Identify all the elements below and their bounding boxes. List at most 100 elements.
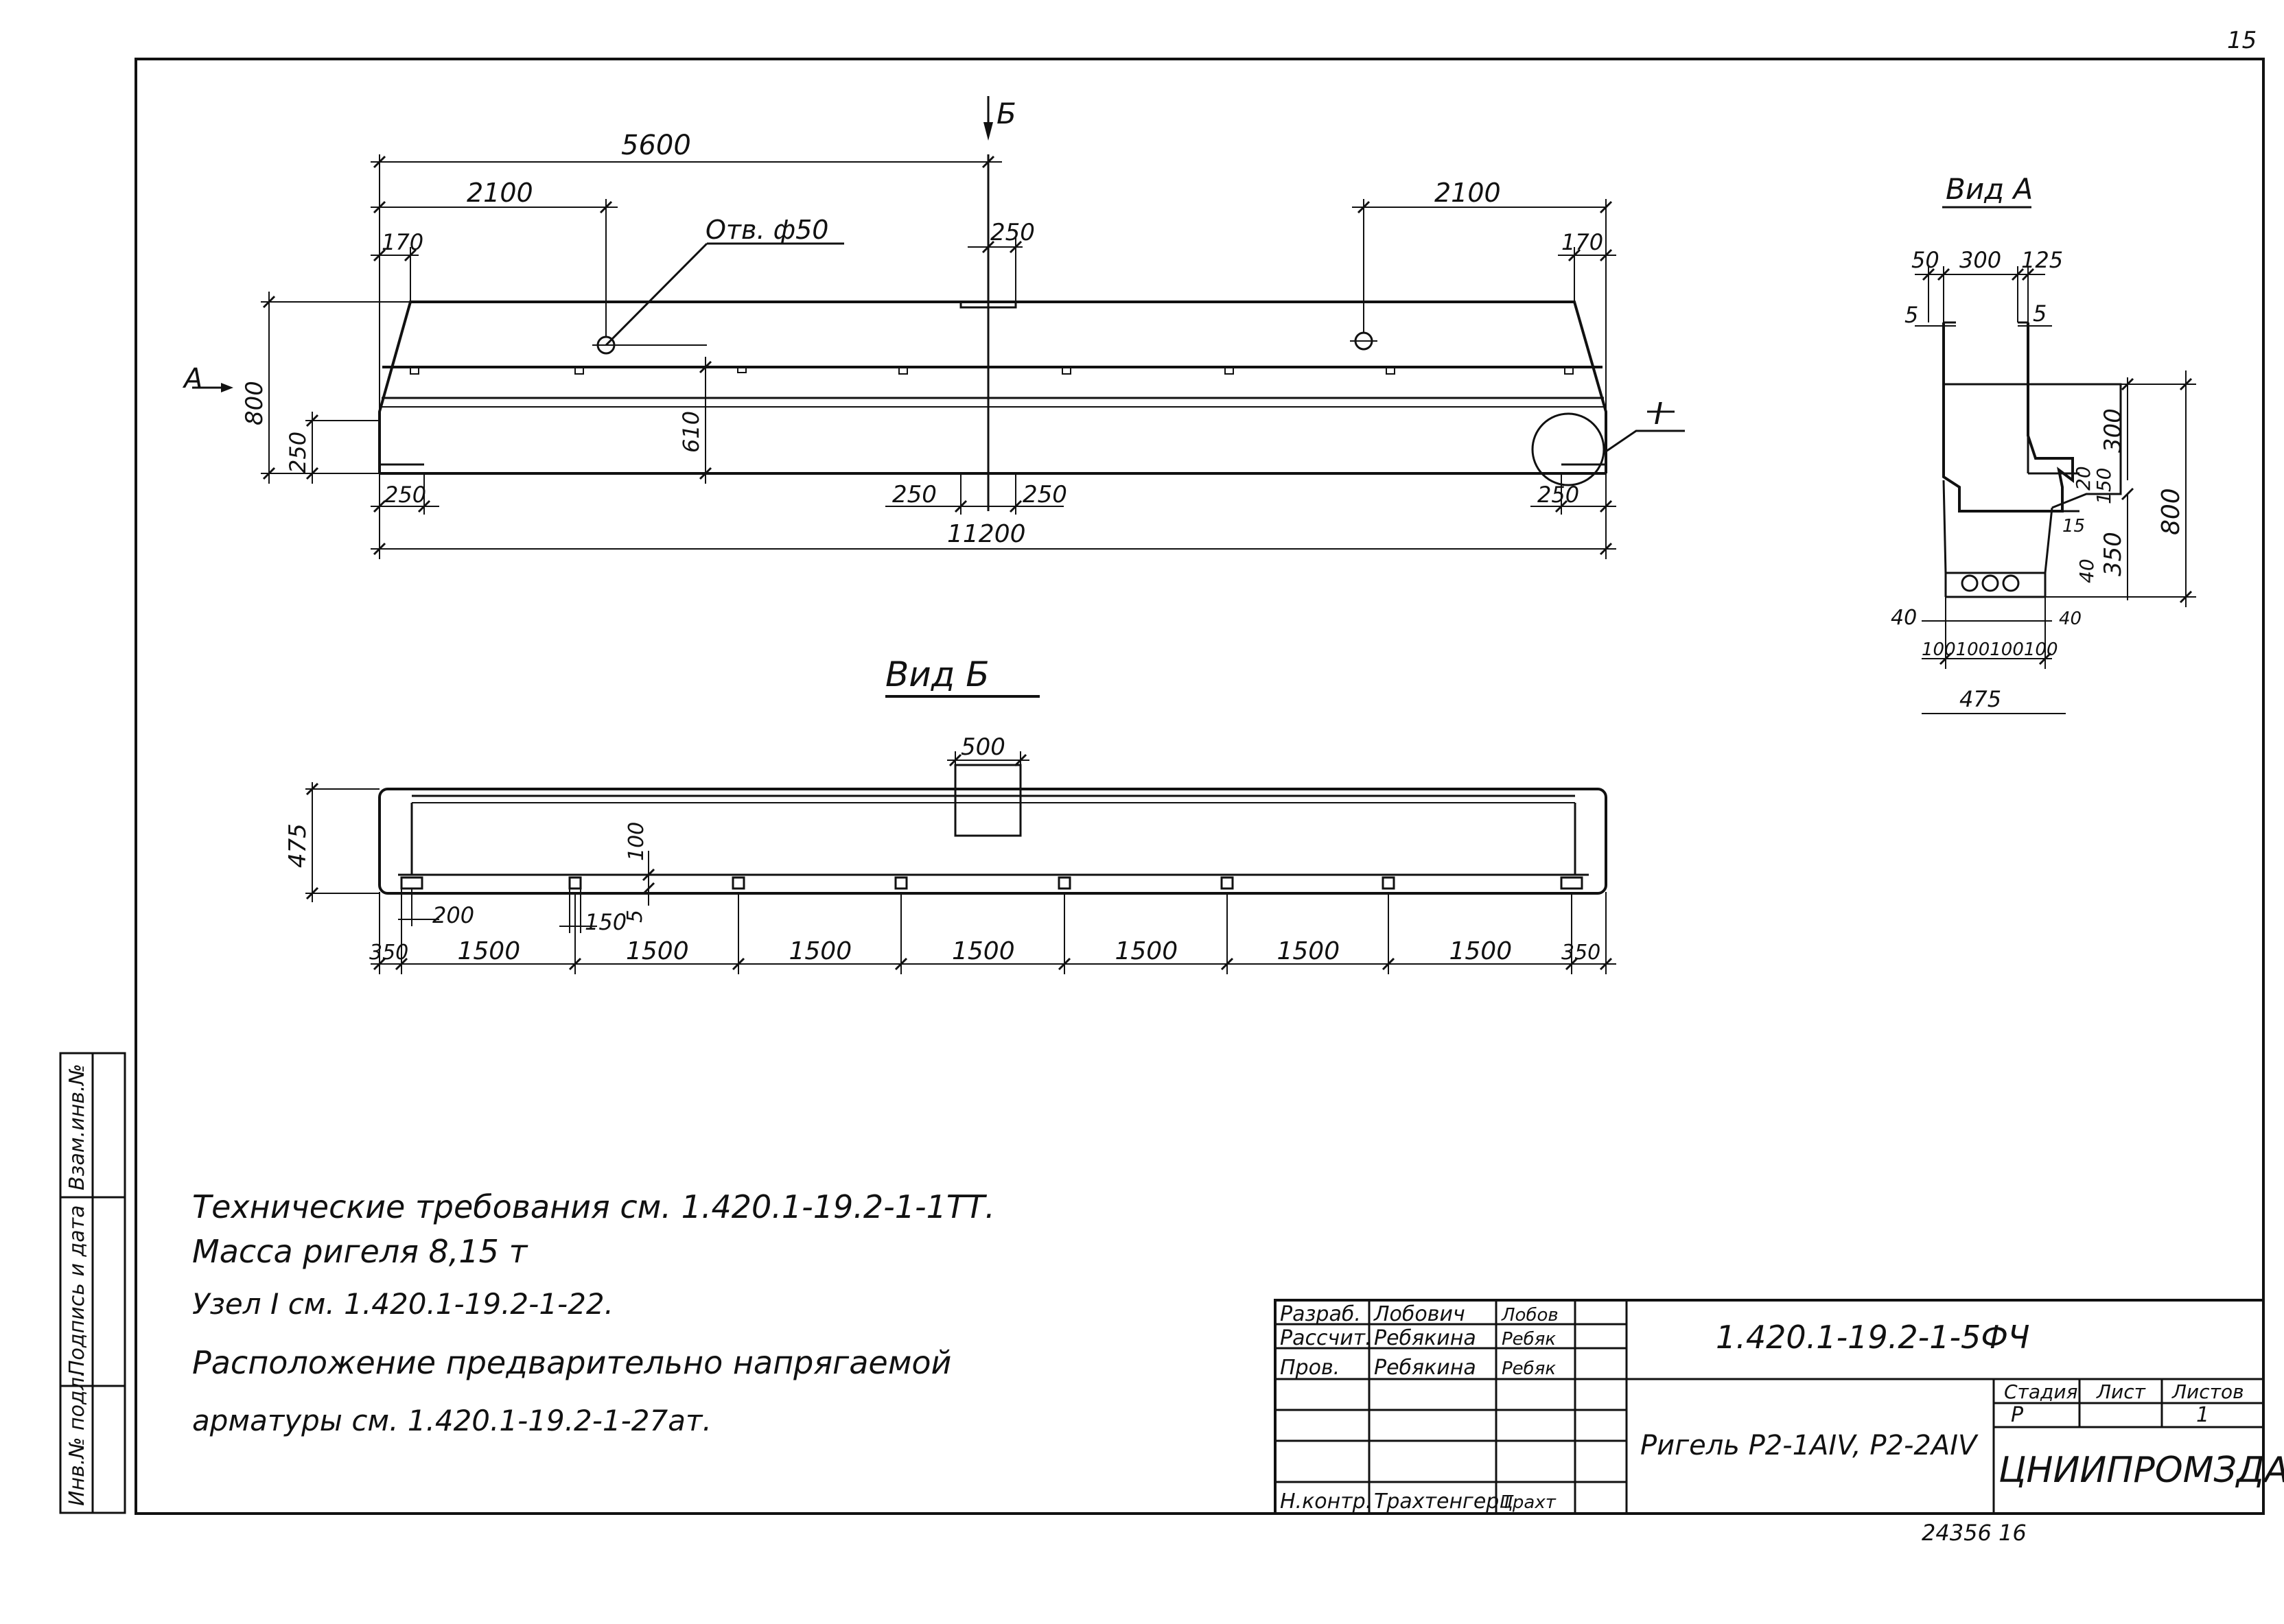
view-b-dimension-lines <box>305 751 1616 965</box>
dim-250-top: 250 <box>990 219 1035 246</box>
view-b-dim-500: 500 <box>961 733 1005 761</box>
node-i-label: I <box>1654 397 1663 432</box>
note-5: арматуры см. 1.420.1-19.2-1-27ат. <box>192 1404 712 1437</box>
title-block-frame <box>1274 1299 2265 1515</box>
note-1: Технические требования см. 1.420.1-19.2-… <box>192 1188 995 1225</box>
view-b-spacing-label: 350 <box>369 941 408 965</box>
title-block-name: Ребякина <box>1374 1356 1476 1380</box>
view-b-dim-475: 475 <box>284 823 312 868</box>
view-b-dim-150: 150 <box>585 909 627 935</box>
view-b-ticks <box>305 753 1027 900</box>
title-block-name: Лобович <box>1373 1302 1465 1326</box>
title-block-signature: Лобов <box>1501 1305 1559 1326</box>
title-block-signature: Ребяк <box>1502 1358 1556 1379</box>
view-a-dim-800: 800 <box>2157 488 2185 535</box>
view-b-spacing-label: 1500 <box>1115 937 1178 965</box>
view-a-right-bottom <box>2044 507 2053 574</box>
view-b-spacing-label: 350 <box>1561 941 1600 965</box>
view-a-title: Вид А <box>1946 172 2033 206</box>
view-b-dim-5: 5 <box>623 910 647 923</box>
view-b-dim-200: 200 <box>432 902 474 928</box>
dim-800: 800 <box>241 381 268 425</box>
note-2: Масса ригеля 8,15 т <box>192 1233 528 1270</box>
view-b-spacing-label: 1500 <box>1449 937 1513 965</box>
dim-170-right: 170 <box>1561 229 1603 255</box>
view-b-outline <box>378 788 1607 895</box>
elevation-dimension-ticks <box>262 155 1613 556</box>
view-a-dimension-lines <box>1915 266 2196 669</box>
view-a-dim-300-top: 300 <box>1959 247 2001 273</box>
bottom-numbers: 24356 16 <box>1922 1520 2027 1546</box>
view-a-arrow-head <box>221 383 233 392</box>
sheet-label: Лист <box>2096 1380 2146 1403</box>
view-a-dim-300-side: 300 <box>2099 408 2127 453</box>
side-stamp: Инв.№ подл. Подпись и дата Взам.инв.№ <box>59 1052 126 1514</box>
node-i-circle <box>1531 412 1605 486</box>
view-a-dim-5-left: 5 <box>1904 302 1918 328</box>
view-a-dim-40-bottom: 40 <box>2059 609 2082 629</box>
view-a-dim-5-right: 5 <box>2033 301 2047 327</box>
node-i-leader <box>1603 429 1685 454</box>
view-a-dim-475: 475 <box>1959 686 2001 712</box>
organization: ЦНИИПРОМЗДАНИЙ <box>1998 1449 2284 1491</box>
dim-250-bottom-right: 250 <box>1537 482 1579 508</box>
view-a: Вид А <box>1891 172 2196 714</box>
view-b-spacing-label: 1500 <box>952 937 1015 965</box>
view-a-dim-150: 150 <box>2093 468 2115 504</box>
side-stamp-replace: Взам.инв.№ <box>65 1063 89 1190</box>
dim-250-bottom-mid: 250 <box>892 481 937 508</box>
stage-label: Стадия <box>2004 1380 2077 1403</box>
title-block-role: Рассчит. <box>1280 1326 1372 1350</box>
dim-11200: 11200 <box>947 520 1026 548</box>
strand-2 <box>1981 574 1999 592</box>
side-stamp-signature: Подпись и дата <box>65 1205 89 1376</box>
note-3: Узел I см. 1.420.1-19.2-1-22. <box>192 1287 614 1321</box>
dim-250-bottom-mid2: 250 <box>1023 481 1067 508</box>
view-a-dim-350: 350 <box>2099 532 2127 576</box>
view-b-spacing-label: 1500 <box>626 937 689 965</box>
view-b-spacing-label: 1500 <box>789 937 852 965</box>
elevation-dimension-lines <box>261 154 1616 559</box>
view-a-dim-125: 125 <box>2021 247 2063 273</box>
designation: 1.420.1-19.2-1-5ФЧ <box>1716 1319 2029 1356</box>
hole-leader <box>605 242 708 346</box>
note-4: Расположение предварительно напрягаемой <box>192 1344 951 1381</box>
title-block-role: Н.контр. <box>1280 1490 1372 1514</box>
beam-outline <box>378 301 1607 473</box>
beam-elevation: I Отв. ф50 Б А <box>182 96 1685 559</box>
strand-1 <box>1961 574 1979 592</box>
title-block-grid <box>1275 1300 2263 1514</box>
dim-2100-left: 2100 <box>467 178 533 208</box>
side-stamp-inv: Инв.№ подл. <box>65 1371 89 1506</box>
dim-250-bottom-left: 250 <box>384 482 426 508</box>
view-a-left-bottom <box>1942 480 1947 574</box>
view-a-dim-15: 15 <box>2062 516 2085 537</box>
sheets-value: 1 <box>2196 1403 2209 1427</box>
page-number: 15 <box>2227 27 2257 54</box>
title-block-name: Ребякина <box>1374 1326 1476 1350</box>
dim-170-left: 170 <box>382 229 423 255</box>
stage-value: Р <box>2011 1403 2024 1427</box>
view-a-shelf <box>1944 383 2122 509</box>
view-b-spacing-label: 1500 <box>458 937 521 965</box>
view-a-outline-inner <box>1942 322 2074 513</box>
view-b-arrow-label: Б <box>997 97 1016 130</box>
view-b-arrow-head <box>983 122 993 141</box>
dim-5600: 5600 <box>621 130 691 161</box>
view-a-ticks <box>1922 268 2193 666</box>
title-block-name: Трахтенгерц <box>1374 1490 1513 1514</box>
view-a-bottom-dims: 100100100100 <box>1922 639 2058 660</box>
title-block-role: Разраб. <box>1280 1302 1361 1326</box>
title-block-signature: Ребяк <box>1502 1329 1556 1350</box>
strand-3 <box>2002 574 2020 592</box>
title-block-role: Пров. <box>1280 1356 1340 1380</box>
flange-notches <box>410 366 1574 375</box>
view-a-arrow-label: А <box>182 363 202 395</box>
view-b-title: Вид Б <box>885 655 990 694</box>
dim-610: 610 <box>678 411 704 453</box>
title-block-signature: Трахт <box>1502 1492 1557 1513</box>
